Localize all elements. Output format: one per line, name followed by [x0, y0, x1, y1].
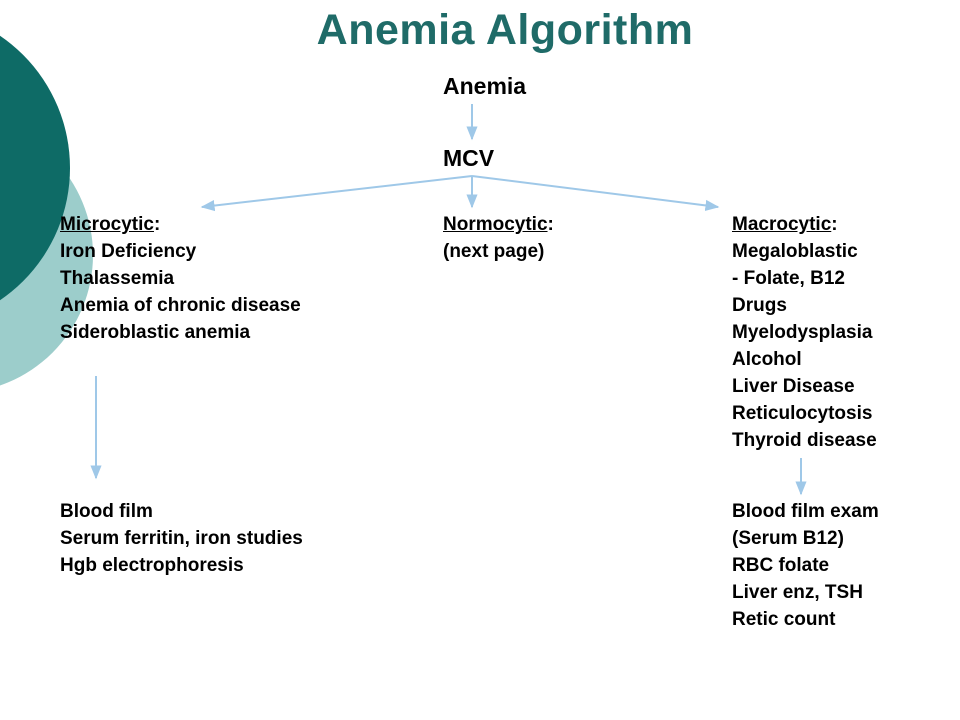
- list-item: (Serum B12): [732, 528, 844, 549]
- arrow-mcv-to-macrocytic: [471, 175, 720, 211]
- macrocytic-heading: Macrocytic:: [732, 214, 838, 235]
- list-item: Blood film exam: [732, 501, 879, 522]
- list-item: Liver enz, TSH: [732, 582, 863, 603]
- microcytic-workup: Blood film Serum ferritin, iron studies …: [60, 498, 303, 579]
- list-item: Liver Disease: [732, 376, 855, 397]
- list-item: Drugs: [732, 295, 787, 316]
- normocytic-block: Normocytic: (next page): [443, 211, 554, 265]
- page-title: Anemia Algorithm: [316, 6, 694, 54]
- microcytic-block: Microcytic: Iron Deficiency Thalassemia …: [60, 211, 301, 346]
- node-mcv: MCV: [443, 145, 495, 171]
- microcytic-heading: Microcytic:: [60, 214, 161, 235]
- list-item: Blood film: [60, 501, 153, 522]
- list-item: Retic count: [732, 609, 836, 630]
- list-item: Thyroid disease: [732, 430, 877, 451]
- list-item: Serum ferritin, iron studies: [60, 528, 303, 549]
- node-anemia: Anemia: [443, 73, 527, 99]
- list-item: Iron Deficiency: [60, 241, 197, 262]
- list-item: Thalassemia: [60, 268, 175, 289]
- list-item: Alcohol: [732, 349, 802, 370]
- list-item: RBC folate: [732, 555, 830, 576]
- list-item: Megaloblastic: [732, 241, 858, 262]
- list-item: (next page): [443, 241, 545, 262]
- list-item: Reticulocytosis: [732, 403, 873, 424]
- list-item: Myelodysplasia: [732, 322, 873, 343]
- arrow-mcv-to-microcytic: [200, 175, 473, 212]
- list-item: Hgb electrophoresis: [60, 555, 244, 576]
- dark-circle: [0, 35, 70, 301]
- list-item: Anemia of chronic disease: [60, 295, 301, 316]
- macrocytic-workup: Blood film exam (Serum B12) RBC folate L…: [732, 498, 879, 633]
- list-item: Sideroblastic anemia: [60, 322, 251, 343]
- normocytic-heading: Normocytic:: [443, 214, 554, 235]
- macrocytic-block: Macrocytic: Megaloblastic - Folate, B12 …: [732, 211, 877, 454]
- list-item: - Folate, B12: [732, 268, 845, 289]
